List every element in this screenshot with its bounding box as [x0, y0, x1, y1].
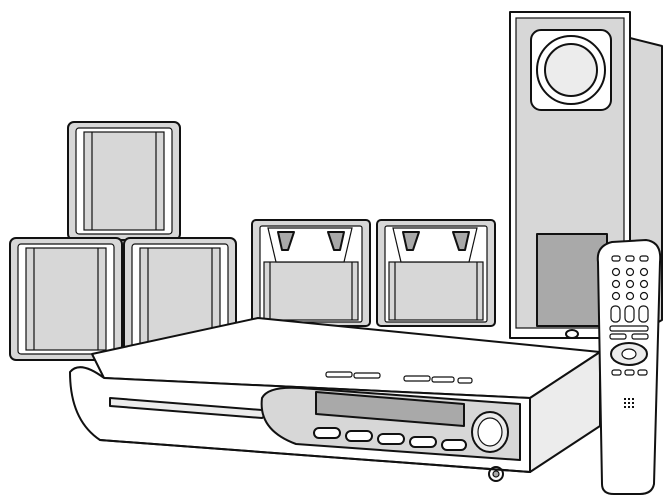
- tweeter-right: [402, 231, 420, 251]
- remote-body: [596, 239, 662, 495]
- front-speaker-right: [376, 219, 496, 327]
- front-button: [409, 436, 437, 448]
- front-button: [377, 433, 405, 445]
- satellite-speaker-top: [67, 121, 181, 241]
- subwoofer-foot: [565, 329, 579, 339]
- front-button: [441, 439, 467, 451]
- front-speaker-left: [251, 219, 371, 327]
- satellite-speaker-bottom-left: [9, 237, 123, 361]
- display-screen: [315, 391, 465, 427]
- tweeter-left: [277, 231, 295, 251]
- remote-control: [596, 239, 662, 495]
- woofer-cone-inner: [544, 43, 598, 97]
- av-receiver: [69, 317, 601, 482]
- front-button: [313, 427, 341, 439]
- bass-port: [536, 233, 608, 327]
- front-button: [345, 430, 373, 442]
